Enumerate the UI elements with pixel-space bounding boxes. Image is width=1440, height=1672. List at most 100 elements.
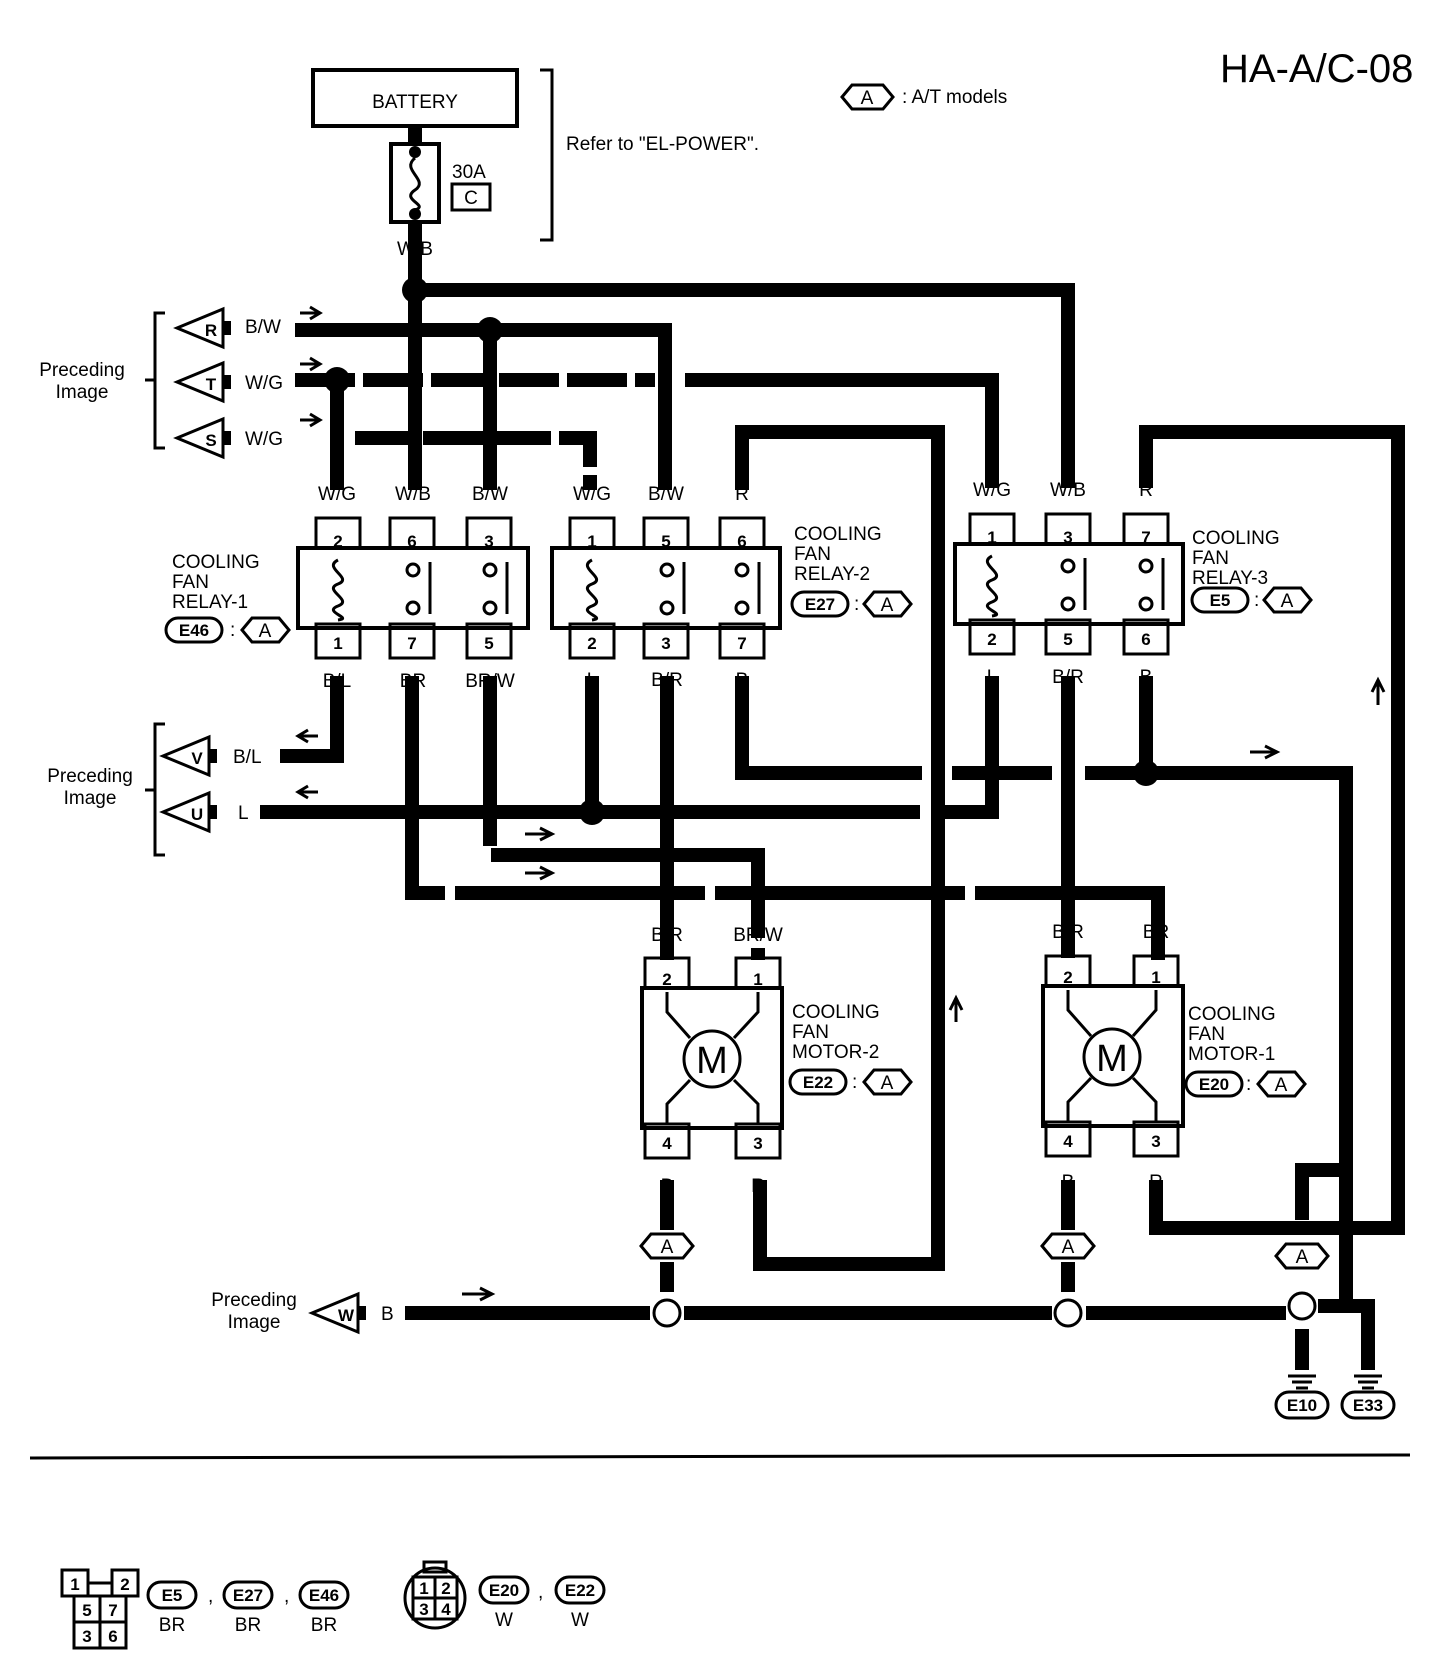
splice-wb [402, 277, 428, 303]
legend-symbol: A [861, 88, 874, 109]
svg-text:W: W [495, 1610, 513, 1631]
svg-text:R: R [205, 321, 217, 340]
svg-text:MOTOR-2: MOTOR-2 [792, 1042, 879, 1063]
splice-b [1133, 760, 1159, 786]
svg-text:M: M [696, 1040, 728, 1082]
splice-bw [477, 317, 503, 343]
svg-text:3: 3 [753, 1134, 762, 1153]
svg-text:4: 4 [1063, 1132, 1073, 1151]
svg-text:B: B [661, 1176, 674, 1197]
svg-text:2: 2 [333, 532, 342, 551]
svg-text:A: A [881, 595, 894, 616]
ground-option-symbols: A A A [639, 1232, 1330, 1270]
page-id: HA-A/C-08 [1220, 47, 1413, 91]
connector-v: V B/L [159, 734, 262, 778]
svg-text:FAN: FAN [1192, 548, 1229, 569]
svg-text:1: 1 [1151, 968, 1160, 987]
svg-text:3: 3 [1063, 528, 1072, 547]
svg-text:COOLING: COOLING [792, 1002, 880, 1023]
svg-text:6: 6 [407, 532, 416, 551]
svg-text:7: 7 [407, 634, 416, 653]
svg-text:COOLING: COOLING [1188, 1004, 1276, 1025]
svg-text:E20: E20 [1199, 1075, 1229, 1094]
svg-text::: : [1246, 1074, 1251, 1095]
svg-text:A: A [661, 1237, 674, 1258]
svg-text:B/W: B/W [648, 484, 684, 505]
svg-text:3: 3 [1151, 1132, 1160, 1151]
svg-text:BR: BR [159, 1615, 185, 1636]
svg-text:E5: E5 [162, 1586, 183, 1605]
connector-u: U L [159, 790, 249, 834]
svg-text:BR: BR [400, 671, 426, 692]
svg-text:RELAY-3: RELAY-3 [1192, 568, 1268, 589]
svg-text:7: 7 [737, 634, 746, 653]
svg-text:E27: E27 [233, 1586, 263, 1605]
svg-text:3: 3 [661, 634, 670, 653]
preceding-label-bottom-2: Image [228, 1312, 281, 1333]
svg-text:B: B [1362, 1340, 1375, 1361]
svg-text:3: 3 [82, 1627, 91, 1646]
svg-text::: : [1254, 590, 1259, 611]
svg-text:,: , [538, 1582, 543, 1603]
preceding-label-bottom-1: Preceding [211, 1290, 297, 1311]
preceding-label-top-1: Preceding [39, 360, 125, 381]
svg-text:L: L [987, 667, 998, 688]
preceding-label-top-2: Image [56, 382, 109, 403]
svg-text:E20: E20 [489, 1581, 519, 1600]
svg-text:L: L [238, 803, 249, 824]
battery-label: BATTERY [372, 92, 458, 113]
svg-text::: : [230, 620, 235, 641]
motor-connector-refs: E20 W , E22 W [478, 1575, 606, 1631]
svg-text:5: 5 [661, 532, 670, 551]
svg-text:6: 6 [108, 1627, 117, 1646]
svg-text:L: L [587, 670, 598, 691]
svg-text:FAN: FAN [794, 544, 831, 565]
svg-text:E5: E5 [1210, 591, 1231, 610]
svg-text:W/G: W/G [973, 480, 1011, 501]
svg-text:3: 3 [419, 1600, 428, 1619]
svg-text:5: 5 [1063, 630, 1072, 649]
ground-e10: B E10 [1274, 1340, 1330, 1420]
fuse-block: C [464, 188, 478, 209]
svg-text:B: B [736, 670, 749, 691]
legend-text: : A/T models [902, 87, 1007, 108]
svg-text:COOLING: COOLING [172, 552, 260, 573]
svg-text:1: 1 [987, 528, 996, 547]
cooling-fan-relay-3: W/G W/B R 1 3 7 2 5 6 L B/R B COOLING FA… [953, 480, 1313, 688]
svg-text:A: A [1275, 1075, 1288, 1096]
splice-l [579, 799, 605, 825]
ground-e33: B E33 [1340, 1340, 1396, 1420]
svg-text:FAN: FAN [172, 572, 209, 593]
svg-text:BR: BR [235, 1615, 261, 1636]
svg-text:A: A [881, 1073, 894, 1094]
svg-text:1: 1 [333, 634, 342, 653]
svg-text:U: U [191, 805, 203, 824]
svg-text:E46: E46 [179, 621, 209, 640]
svg-text:MOTOR-1: MOTOR-1 [1188, 1044, 1275, 1065]
svg-text:B: B [1140, 667, 1153, 688]
svg-text:R: R [735, 484, 749, 505]
svg-text:,: , [284, 1586, 289, 1607]
svg-text:5: 5 [82, 1601, 91, 1620]
svg-text:,: , [208, 1586, 213, 1607]
svg-text:T: T [206, 375, 217, 394]
legend: A : A/T models [840, 83, 1007, 111]
svg-text:7: 7 [1141, 528, 1150, 547]
svg-text:1: 1 [753, 970, 762, 989]
svg-text:R: R [1139, 480, 1153, 501]
svg-text:B/L: B/L [323, 671, 352, 692]
svg-text:R: R [751, 1176, 765, 1197]
fusible-link: 30A C [389, 142, 492, 224]
refer-note: Refer to "EL-POWER". [566, 134, 759, 155]
svg-text:B/R: B/R [1052, 667, 1084, 688]
cooling-fan-motor-1: B/R BR 2 1 M 4 3 B R COOLING FAN MOTOR-1… [1041, 922, 1307, 1193]
svg-text:6: 6 [737, 532, 746, 551]
svg-text:W: W [338, 1306, 355, 1325]
svg-text:W/B: W/B [395, 484, 431, 505]
preceding-label-mid-1: Preceding [47, 766, 133, 787]
svg-text:S: S [205, 431, 216, 450]
relay-connector-face: 1 2 5 7 3 6 [60, 1568, 140, 1650]
svg-text:BR/W: BR/W [465, 671, 515, 692]
